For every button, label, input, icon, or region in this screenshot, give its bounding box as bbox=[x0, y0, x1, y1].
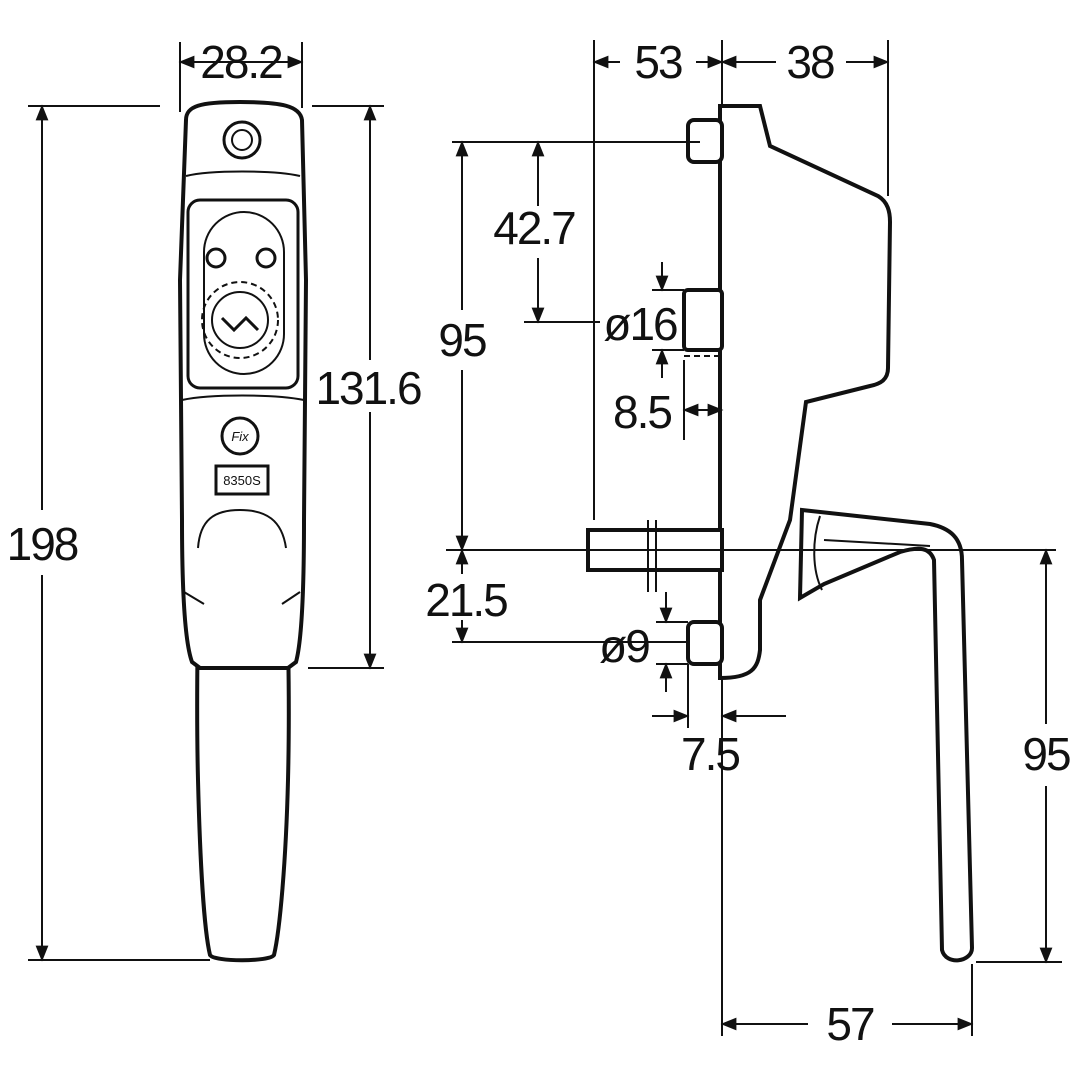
dim-depth-right: 38 bbox=[786, 36, 834, 88]
dim-depth-left: 53 bbox=[634, 36, 682, 88]
dim-boss-dia: ø16 bbox=[603, 298, 677, 350]
dim-total-95: 95 bbox=[438, 314, 486, 366]
side-view bbox=[446, 104, 1056, 963]
model-label-box bbox=[214, 464, 270, 496]
dim-upper-offset: 42.7 bbox=[493, 202, 575, 254]
logo-badge bbox=[220, 416, 260, 456]
dim-lower-offset: 21.5 bbox=[425, 574, 507, 626]
dim-width-top: 28.2 bbox=[200, 36, 282, 88]
dim-handle-drop: 95 bbox=[1022, 728, 1070, 780]
model-label: 8350S bbox=[223, 473, 261, 488]
dim-boss-offset: 8.5 bbox=[613, 386, 671, 438]
front-view: Fix 8350S bbox=[177, 99, 309, 963]
front-view-dimensions: 28.2 198 131.6 bbox=[7, 36, 423, 962]
dim-pin-length: 7.5 bbox=[681, 728, 739, 780]
dim-pin-dia: ø9 bbox=[599, 620, 649, 672]
dim-body-height: 131.6 bbox=[315, 362, 421, 414]
dim-overall-height: 198 bbox=[7, 518, 78, 570]
logo-text: Fix bbox=[231, 429, 249, 444]
dim-handle-reach: 57 bbox=[826, 998, 874, 1050]
side-view-dimensions: 53 38 95 42.7 ø16 8.5 21.5 ø9 bbox=[425, 36, 1072, 1050]
